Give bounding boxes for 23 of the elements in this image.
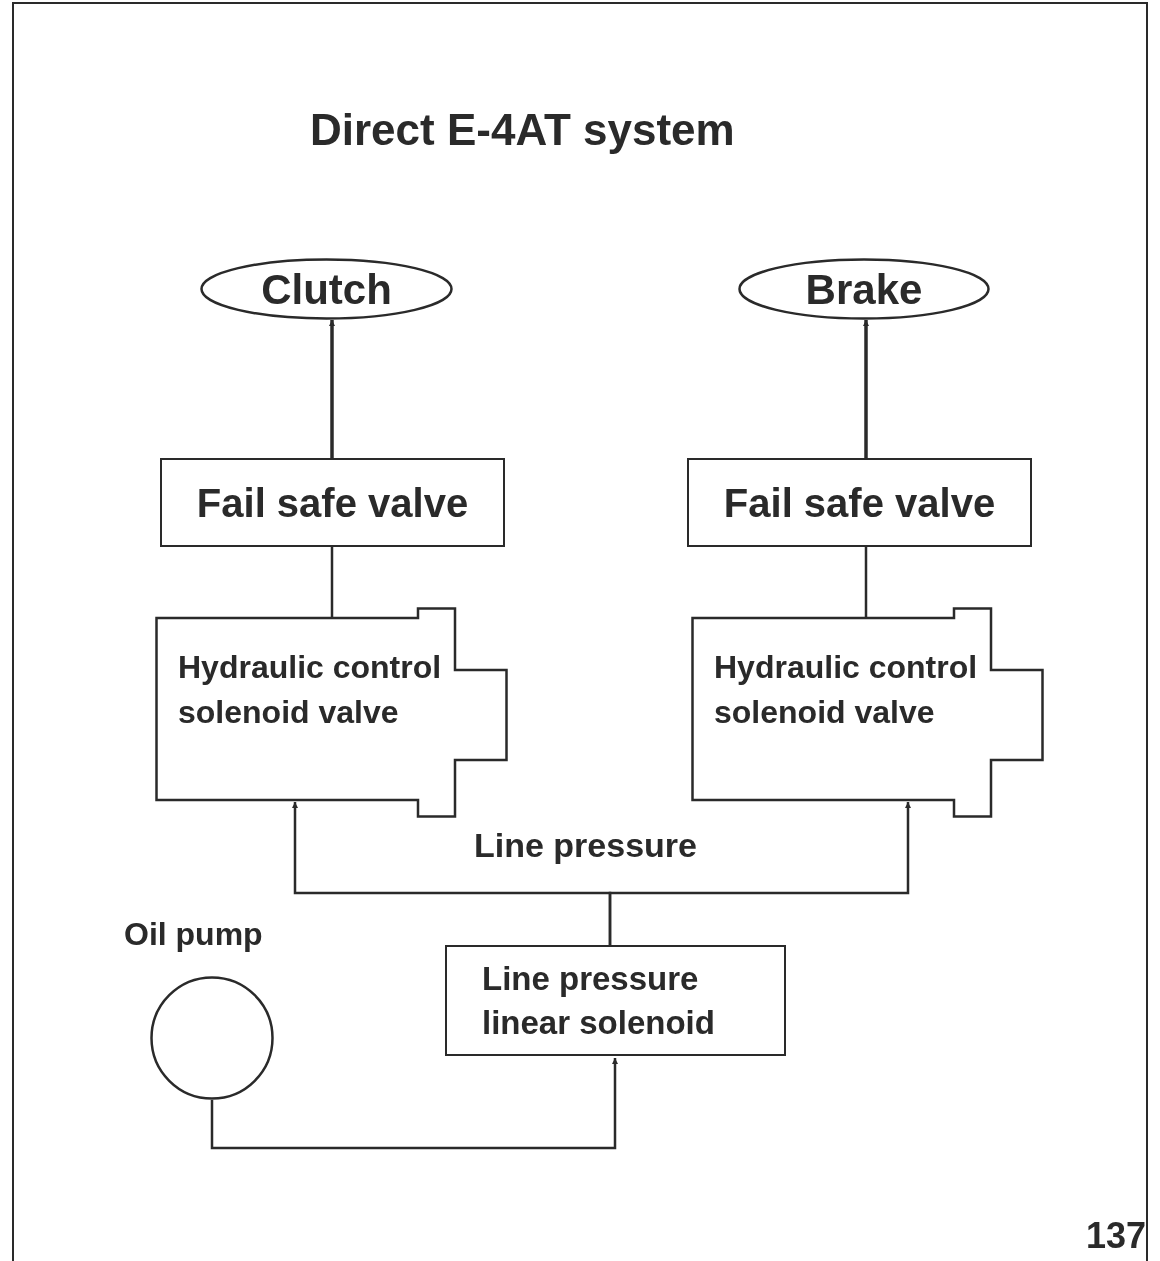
page-number: 137 xyxy=(1085,1218,1146,1254)
solenoid-valve-box xyxy=(691,607,1044,818)
ellipse-node xyxy=(738,258,990,320)
node-label: Hydraulic control solenoid valve xyxy=(714,648,979,732)
connector-line xyxy=(330,547,334,618)
node-label: Brake xyxy=(805,264,923,315)
ellipse-node xyxy=(200,258,453,320)
diagram-title: Direct E-4AT system xyxy=(310,108,735,152)
node-label: Line pressure linear solenoid xyxy=(482,958,716,1043)
arrow xyxy=(863,320,869,458)
node-label: Fail safe valve xyxy=(723,479,996,527)
solenoid-valve-box xyxy=(155,607,508,818)
process-box xyxy=(687,458,1032,547)
node-label: Fail safe valve xyxy=(196,479,469,527)
arrow xyxy=(329,320,335,458)
process-box xyxy=(445,945,786,1056)
arrow xyxy=(210,1058,618,1150)
connector-line xyxy=(864,547,868,618)
node-label: Clutch xyxy=(261,264,392,315)
arrow xyxy=(608,802,911,945)
node-label: Hydraulic control solenoid valve xyxy=(178,648,443,732)
process-box xyxy=(160,458,505,547)
pump-label: Oil pump xyxy=(124,918,263,950)
